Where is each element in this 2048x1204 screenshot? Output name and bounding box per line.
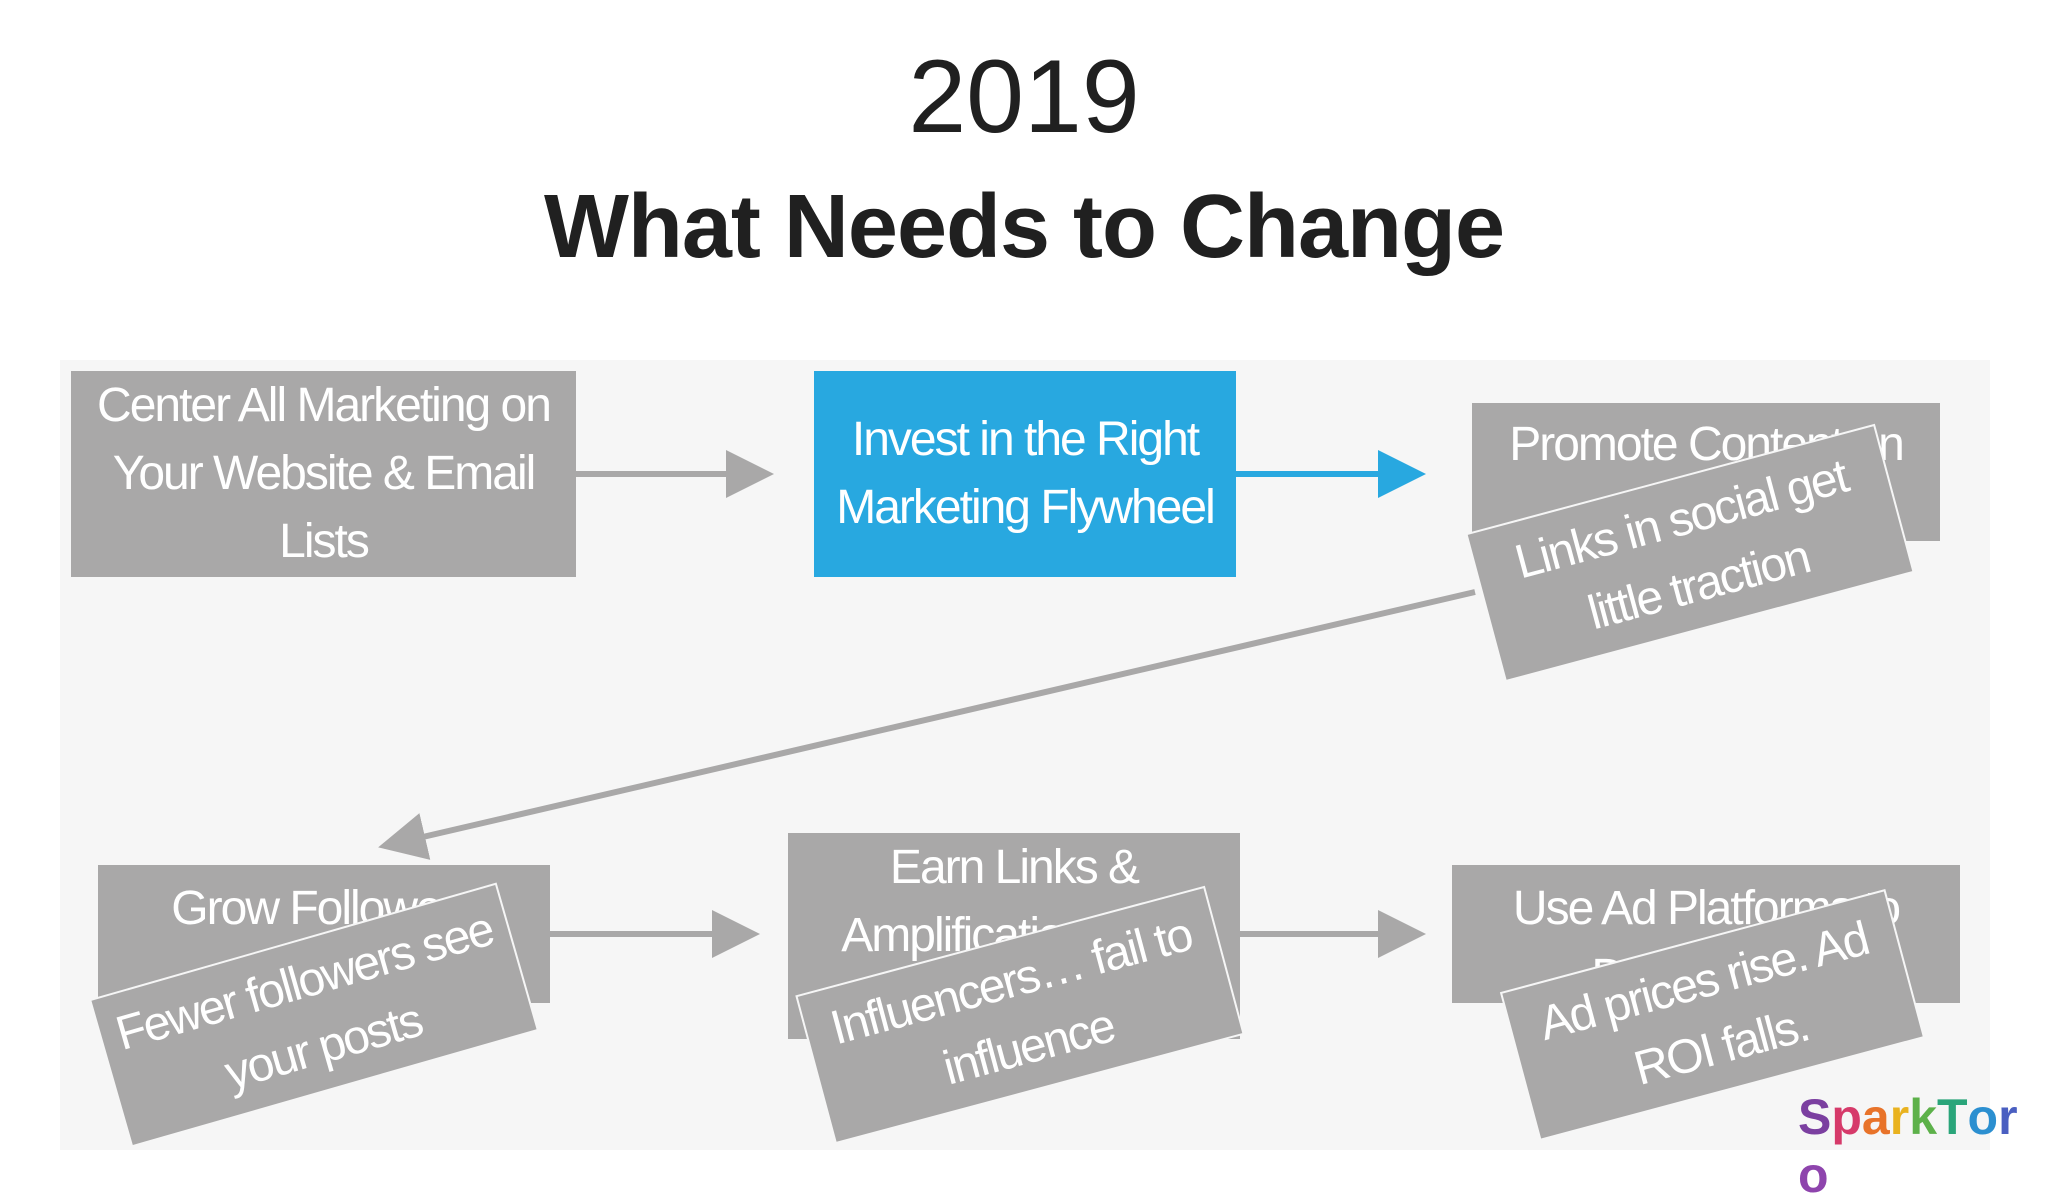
logo-letter: r [1889, 1089, 1910, 1145]
logo-letter: a [1861, 1089, 1890, 1145]
sparktoro-logo: SparkToro [1798, 1088, 2048, 1204]
box-center-marketing-label: Center All Marketing on Your Website & E… [97, 379, 552, 568]
box-center-marketing: Center All Marketing on Your Website & E… [71, 371, 576, 577]
arrow-promote-to-grow [378, 589, 1476, 860]
logo-letter: r [1998, 1089, 2018, 1145]
logo-letter: T [1937, 1089, 1968, 1145]
box-invest-flywheel-label: Invest in the Right Marketing Flywheel [836, 413, 1215, 534]
slide-title: What Needs to Change [543, 177, 1505, 277]
logo-letter: o [1798, 1147, 1829, 1203]
box-invest-flywheel: Invest in the Right Marketing Flywheel [814, 371, 1236, 577]
slide-year: 2019 [908, 39, 1140, 155]
logo-letter: S [1798, 1089, 1832, 1145]
logo-letter: p [1831, 1089, 1862, 1145]
flow-arrows [378, 450, 1476, 958]
logo-letter: k [1909, 1089, 1937, 1145]
logo-letter: o [1967, 1089, 1999, 1145]
